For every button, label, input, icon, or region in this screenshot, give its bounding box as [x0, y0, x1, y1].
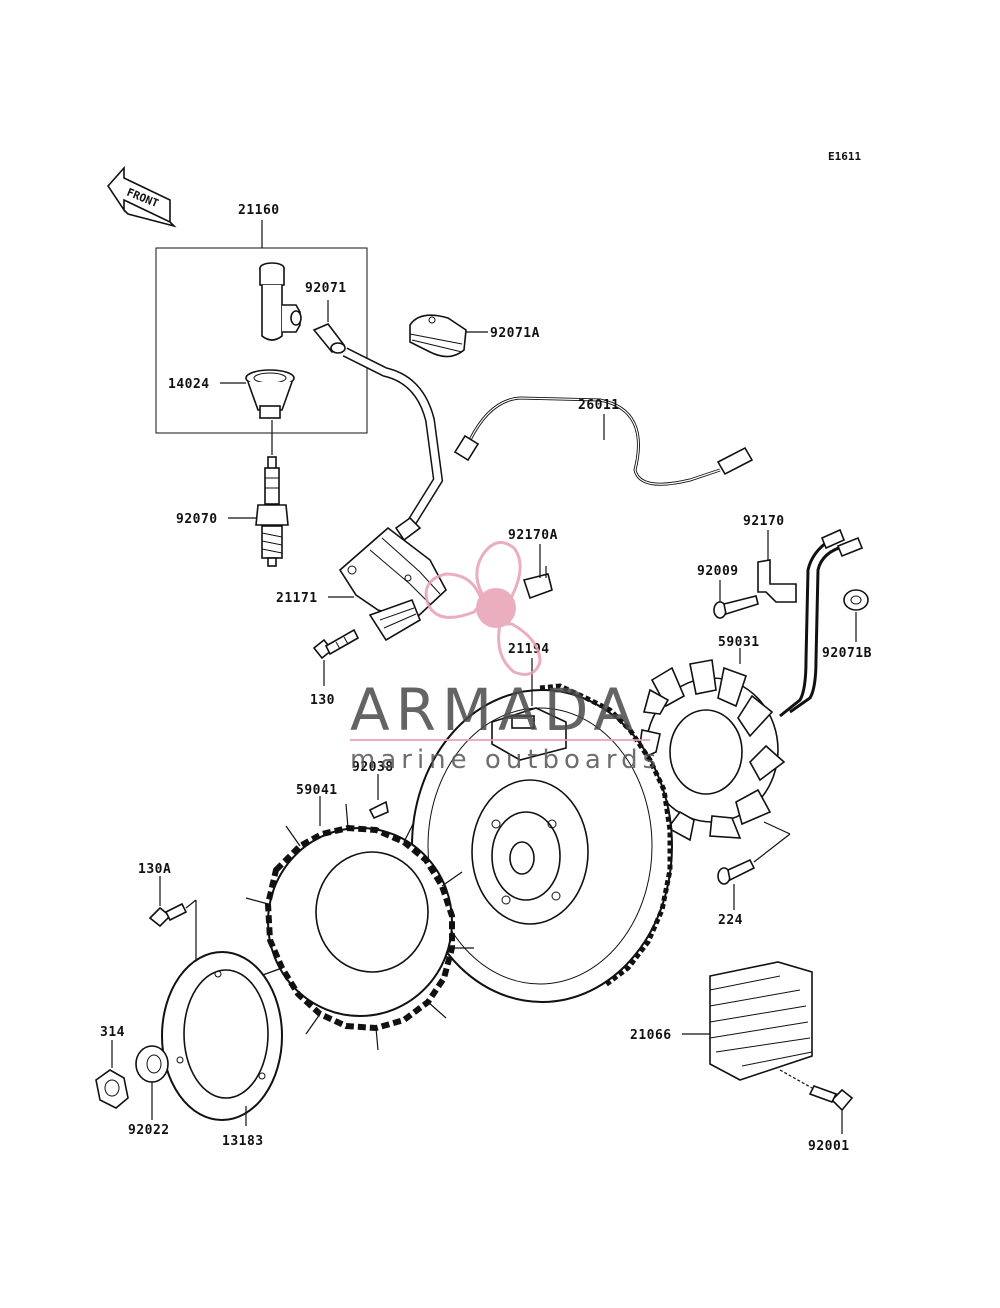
part-label-21160: 21160	[238, 203, 280, 218]
part-label-92009: 92009	[697, 564, 739, 579]
part-label-26011: 26011	[578, 398, 620, 413]
watermark-brand: ARMADA	[350, 676, 639, 744]
plug-cap	[259, 262, 302, 341]
propeller-icon	[424, 541, 542, 676]
fan	[245, 803, 474, 1051]
part-label-224: 224	[718, 913, 743, 928]
part-label-13183: 13183	[222, 1134, 264, 1149]
part-label-92071b: 92071B	[822, 646, 872, 661]
part-label-21194: 21194	[508, 642, 550, 657]
part-label-59041: 59041	[296, 783, 338, 798]
key-92038	[368, 800, 389, 820]
regulator	[709, 961, 813, 1081]
part-label-92022: 92022	[128, 1123, 170, 1138]
flywheel	[411, 683, 673, 1003]
part-label-21066: 21066	[630, 1028, 672, 1043]
cap-92071a	[409, 314, 467, 358]
bolt-130a	[148, 902, 188, 928]
screw-92009	[713, 595, 759, 619]
part-label-92038: 92038	[352, 760, 394, 775]
front-arrow-icon: FRONT	[106, 165, 177, 228]
part-label-92070: 92070	[176, 512, 218, 527]
stator	[637, 659, 786, 842]
nut-314	[95, 1069, 129, 1109]
bolt-130	[312, 628, 360, 660]
diagram-code: E1611	[828, 150, 861, 163]
part-label-14024: 14024	[168, 377, 210, 392]
grommet-b	[843, 589, 869, 611]
clamp-bracket	[757, 559, 797, 603]
cover-14024	[245, 369, 295, 419]
screw-224	[717, 858, 756, 885]
spark-plug	[255, 456, 289, 567]
part-label-92001: 92001	[808, 1139, 850, 1154]
bolt-92001	[808, 1085, 854, 1112]
part-label-92071a: 92071A	[490, 326, 540, 341]
watermark-tagline: marine outboards	[350, 745, 661, 775]
watermark-logo: ARMADA marine outboards	[350, 541, 661, 775]
part-label-21171: 21171	[276, 591, 318, 606]
wire-lead	[453, 396, 754, 486]
ignition-coil	[338, 516, 447, 642]
part-label-130: 130	[310, 693, 335, 708]
part-label-314: 314	[100, 1025, 125, 1040]
part-label-92071: 92071	[305, 281, 347, 296]
washer-92022	[135, 1045, 169, 1083]
part-label-92170a: 92170A	[508, 528, 558, 543]
part-label-92170: 92170	[743, 514, 785, 529]
part-label-59031: 59031	[718, 635, 760, 650]
plate-13183	[161, 951, 283, 1121]
clamp-92170a	[522, 566, 553, 600]
grommet	[312, 323, 346, 354]
part-label-130a: 130A	[138, 862, 171, 877]
